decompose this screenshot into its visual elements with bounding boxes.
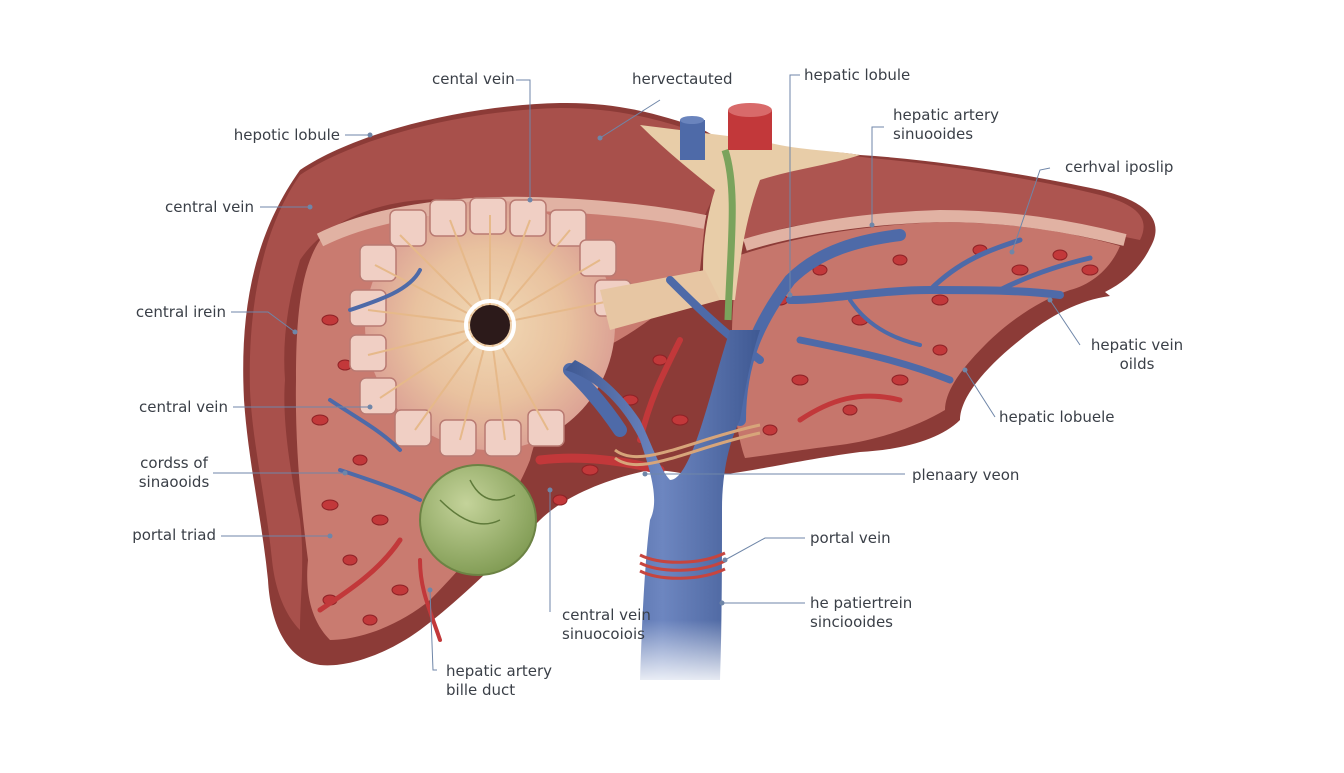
label-portal-vein: portal vein <box>810 529 891 547</box>
vena-cava-stub-top <box>728 103 772 117</box>
hepatic-vein-stub <box>680 120 705 160</box>
bile-duct-strip <box>721 148 736 321</box>
ligature-bands <box>614 423 761 580</box>
label-central-vein-left-1: central vein <box>165 198 254 216</box>
capsule-band <box>316 196 707 247</box>
gallbladder <box>419 464 537 576</box>
hilum-membrane <box>640 125 860 300</box>
label-plenaary-veon: plenaary veon <box>912 466 1020 484</box>
hepatic-artery-tree <box>317 337 903 642</box>
label-hepatic-lobule-top: hepatic lobule <box>804 66 911 84</box>
label-cerhval-iposlip: cerhval iposlip <box>1065 158 1174 176</box>
label-hepotic-lobule: hepotic lobule <box>233 126 340 144</box>
portal-vein-trunk <box>565 330 760 680</box>
label-central-irein: central irein <box>135 303 226 321</box>
label-hepatic-lobuele: hepatic lobuele <box>999 408 1115 426</box>
label-central-vein-left-2: central vein <box>139 398 228 416</box>
leader-lines <box>213 74 1081 671</box>
label-portal-triad: portal triad <box>132 526 216 544</box>
lobule-bridge <box>600 270 720 330</box>
portal-vein-fade <box>630 620 730 690</box>
right-lobe-surface <box>728 153 1144 250</box>
leader-dots <box>292 132 1053 606</box>
hepatic-vein-stub-top <box>680 116 704 124</box>
vena-cava-stub <box>728 110 772 150</box>
label-hervectauted: hervectauted <box>632 70 733 88</box>
capsule-band-right <box>743 209 1127 251</box>
label-cental-vein: cental vein <box>432 70 515 88</box>
gallbladder-veins <box>439 479 516 525</box>
